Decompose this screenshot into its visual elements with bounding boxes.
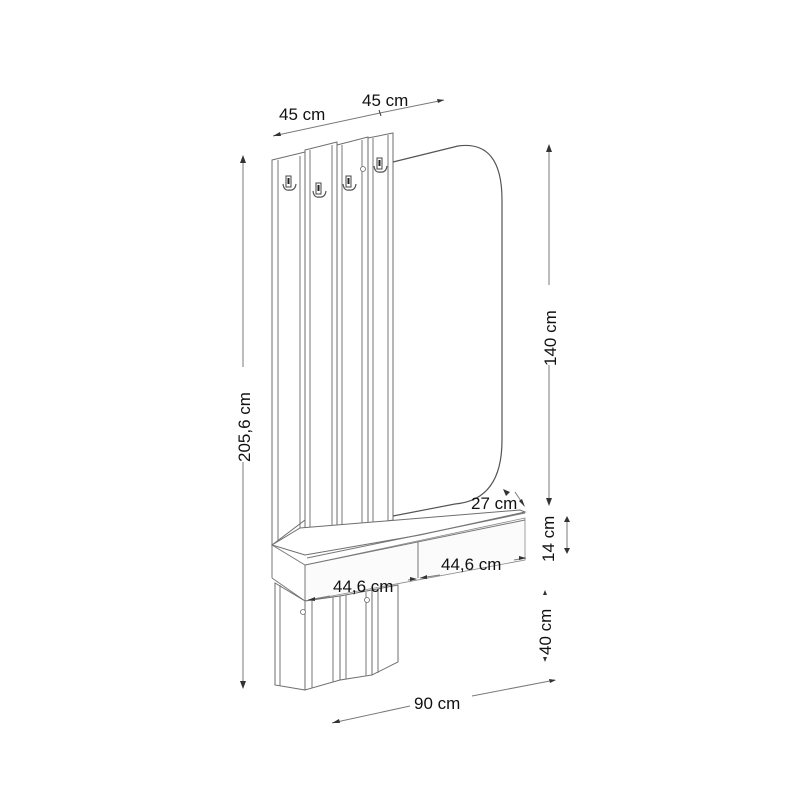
- dim-mirror-height: 140 cm: [541, 310, 560, 366]
- dim-shelf-depth: 27 cm: [471, 494, 517, 513]
- dim-drawer-height: 14 cm: [539, 516, 558, 562]
- slat-4: [367, 132, 394, 526]
- dim-drawer-width-right: 44,6 cm: [441, 555, 501, 574]
- dim-top-width-right: 45 cm: [362, 91, 408, 110]
- mirror: [392, 144, 503, 517]
- hook-icon: [342, 175, 357, 191]
- lower-slat-4: [371, 584, 399, 676]
- dim-drawer-width-left: 44,6 cm: [333, 577, 393, 596]
- screw-icon: [360, 166, 366, 172]
- hook-icon: [373, 157, 388, 173]
- hook-icon: [282, 175, 297, 191]
- screw-icon: [364, 597, 370, 603]
- drawer-unit: [270, 509, 527, 602]
- dimension-lines: [240, 99, 570, 724]
- upper-slats: [271, 132, 394, 547]
- hooks: [282, 157, 388, 198]
- dim-top-width-left: 45 cm: [279, 105, 325, 124]
- hook-icon: [312, 182, 327, 198]
- lower-slat-3: [339, 589, 373, 681]
- dimension-labels: 45 cm 45 cm 205,6 cm 140 cm 27 cm 14 cm …: [235, 91, 560, 713]
- dim-lower-height: 40 cm: [536, 609, 555, 655]
- dim-total-height: 205,6 cm: [235, 392, 254, 462]
- screw-icon: [300, 609, 306, 615]
- lower-slats: [274, 582, 399, 691]
- lower-slat-2: [304, 595, 341, 691]
- dim-total-width: 90 cm: [414, 694, 460, 713]
- shelf-top: [270, 509, 527, 556]
